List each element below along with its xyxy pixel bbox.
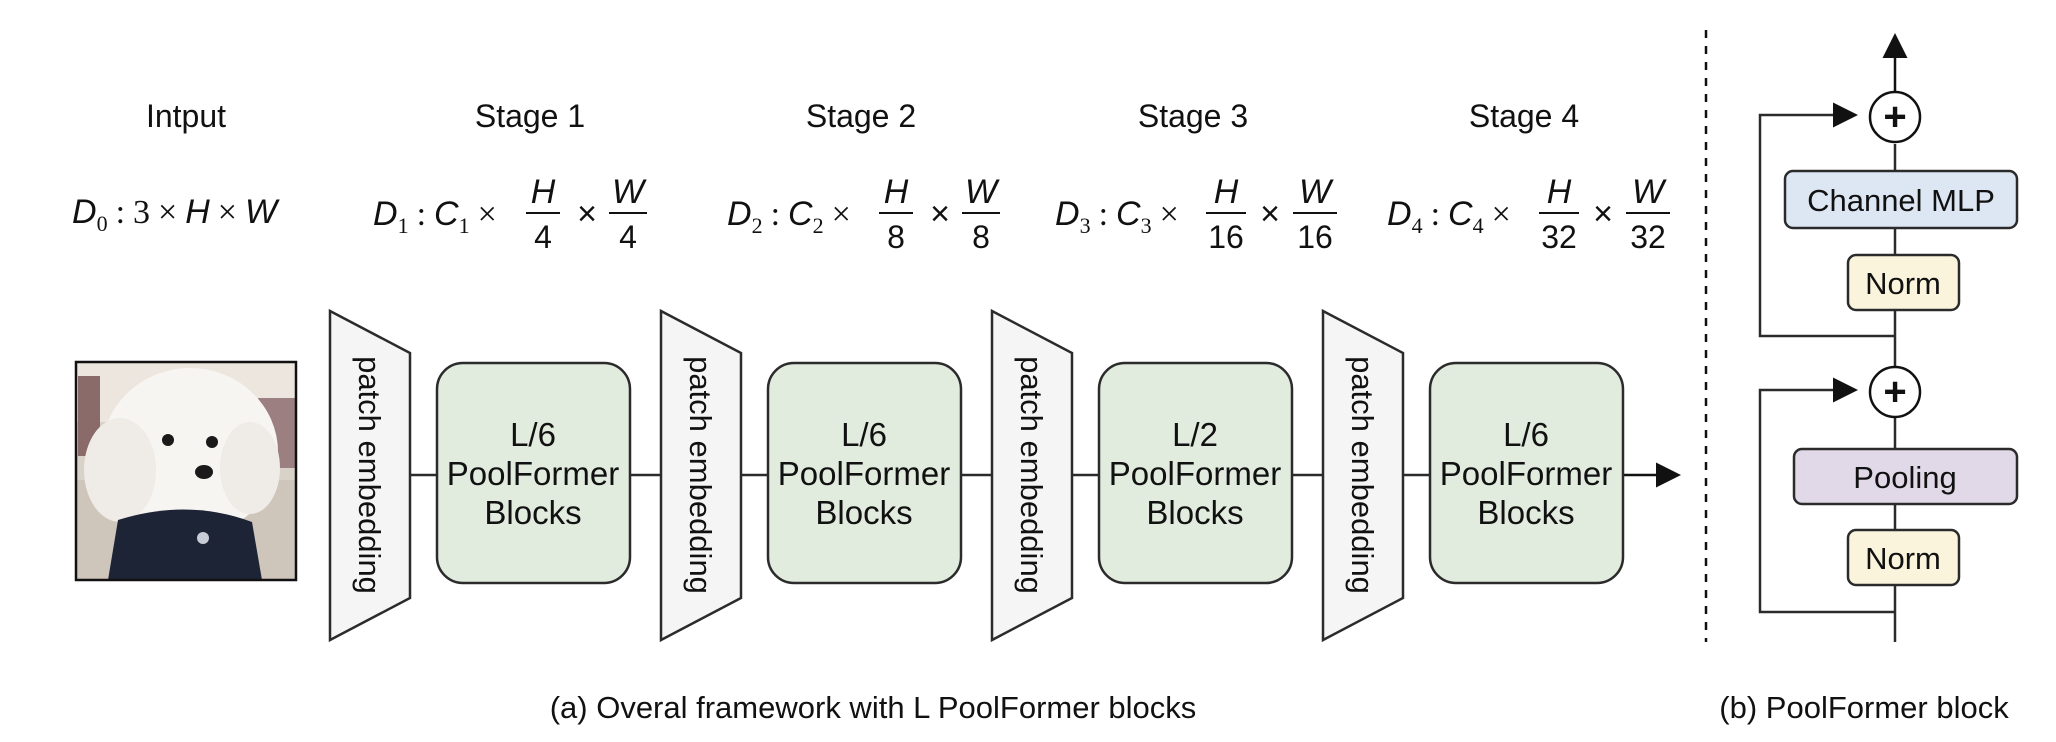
pooling-box: Pooling [1792,447,2019,506]
svg-text:Pooling: Pooling [1853,460,1956,495]
patch-embedding-3: patch embedding [990,308,1074,643]
norm-box-bottom: Norm [1846,528,1961,587]
caption-a: (a) Overal framework with L PoolFormer b… [550,690,1197,725]
svg-text:L/6: L/6 [1503,416,1549,453]
svg-text:32: 32 [1541,219,1577,255]
svg-text:×: × [1593,195,1613,233]
stage-3-poolformer-blocks: L/2 PoolFormer Blocks [1097,361,1294,585]
stage-1-poolformer-blocks: L/6 PoolFormer Blocks [435,361,632,585]
stage-1-dimension-formula: D1:C1× H 4 × W 4 [373,173,647,255]
svg-text:patch embedding: patch embedding [683,356,718,594]
svg-text:×: × [577,195,597,233]
stage-2-poolformer-blocks: L/6 PoolFormer Blocks [766,361,963,585]
svg-text:patch embedding: patch embedding [1345,356,1380,594]
add-circle-bottom: + [1868,365,1922,419]
svg-text:D2:C2×: D2:C2× [727,195,851,238]
svg-text:patch embedding: patch embedding [1014,356,1049,594]
svg-text:Blocks: Blocks [1146,494,1243,531]
svg-text:4: 4 [619,219,637,255]
svg-text:PoolFormer: PoolFormer [447,455,619,492]
svg-text:D4:C4×: D4:C4× [1387,195,1511,238]
caption-b: (b) PoolFormer block [1719,690,2009,725]
plus-icon: + [1883,95,1906,139]
svg-text:W: W [965,173,1000,211]
svg-text:16: 16 [1297,219,1333,255]
input-dimension-formula: D0:3×H×W [72,193,280,236]
stage-2-title: Stage 2 [806,98,916,134]
svg-text:PoolFormer: PoolFormer [1109,455,1281,492]
svg-text:Norm: Norm [1865,266,1941,301]
svg-text:×: × [1260,195,1280,233]
input-image [74,360,298,582]
patch-embedding-1: patch embedding [328,308,412,643]
svg-text:Channel MLP: Channel MLP [1807,183,1995,218]
svg-text:patch embedding: patch embedding [352,356,387,594]
svg-text:D3:C3×: D3:C3× [1055,195,1179,238]
svg-text:L/2: L/2 [1172,416,1218,453]
stage-3-title: Stage 3 [1138,98,1248,134]
stage-4-dimension-formula: D4:C4× H 32 × W 32 [1387,173,1670,255]
plus-icon: + [1883,370,1906,414]
svg-text:×: × [930,195,950,233]
norm-box-top: Norm [1846,253,1961,312]
stage-4-poolformer-blocks: L/6 PoolFormer Blocks [1428,361,1625,585]
patch-embedding-4: patch embedding [1321,308,1405,643]
svg-text:Blocks: Blocks [815,494,912,531]
patch-embedding-2: patch embedding [659,308,743,643]
poolformer-block-detail: Norm Pooling + Norm Channel MLP + [1758,33,2019,642]
add-circle-top: + [1868,90,1922,144]
svg-text:H: H [1214,173,1239,211]
svg-text:D0:3×H×W: D0:3×H×W [72,193,280,236]
svg-text:L/6: L/6 [841,416,887,453]
svg-text:H: H [884,173,909,211]
svg-text:4: 4 [534,219,552,255]
svg-text:H: H [531,173,556,211]
stage-3-dimension-formula: D3:C3× H 16 × W 16 [1055,173,1337,255]
svg-text:Norm: Norm [1865,541,1941,576]
svg-text:8: 8 [887,219,905,255]
svg-text:PoolFormer: PoolFormer [778,455,950,492]
stage-4-title: Stage 4 [1469,98,1579,134]
svg-text:PoolFormer: PoolFormer [1440,455,1612,492]
svg-text:H: H [1547,173,1572,211]
svg-text:32: 32 [1630,219,1666,255]
svg-text:16: 16 [1208,219,1244,255]
stage-2-dimension-formula: D2:C2× H 8 × W 8 [727,173,1000,255]
svg-text:D1:C1×: D1:C1× [373,195,497,238]
svg-text:Blocks: Blocks [1477,494,1574,531]
stage-1-title: Stage 1 [475,98,585,134]
svg-text:L/6: L/6 [510,416,556,453]
svg-text:W: W [612,173,647,211]
svg-text:W: W [1632,173,1667,211]
channel-mlp-box: Channel MLP [1783,169,2019,230]
svg-text:W: W [1299,173,1334,211]
input-title: Intput [146,98,226,134]
svg-text:Blocks: Blocks [484,494,581,531]
svg-text:8: 8 [972,219,990,255]
